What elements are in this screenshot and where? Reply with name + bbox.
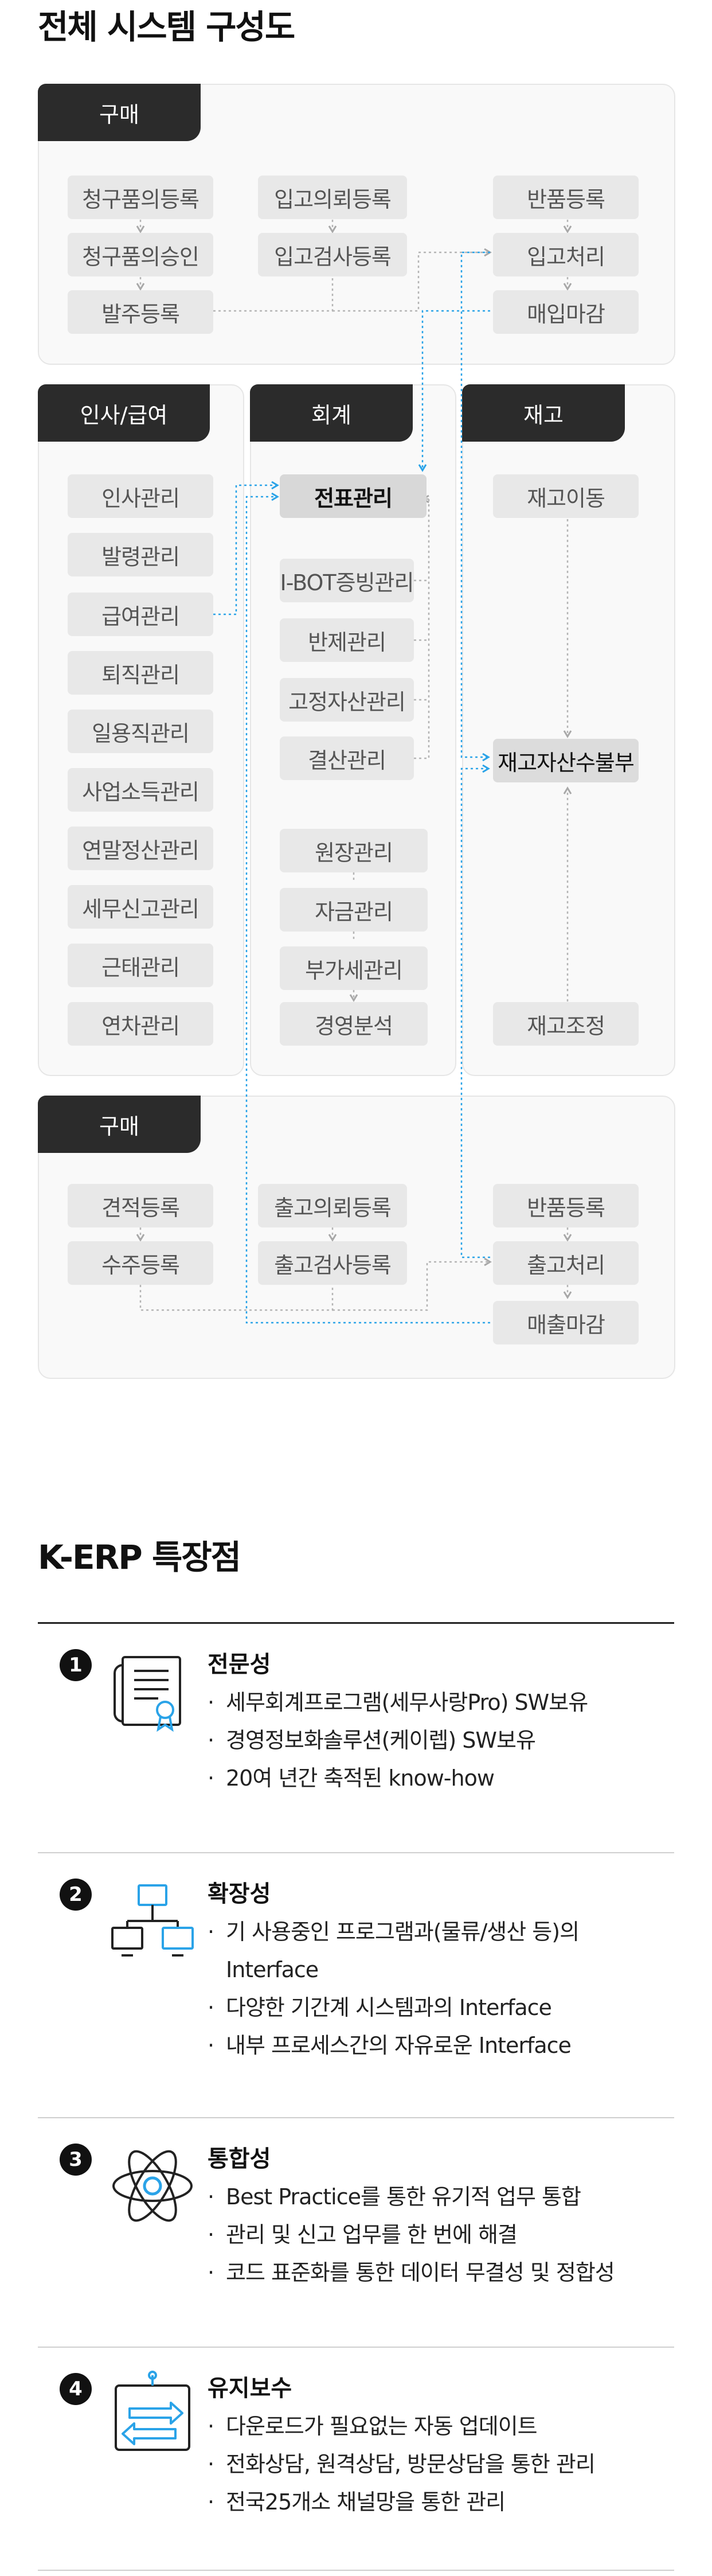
feature-divider bbox=[38, 2117, 674, 2118]
box-inventory-ledger[interactable]: 재고자산수불부 bbox=[493, 739, 639, 782]
feature-number: 3 bbox=[60, 2144, 92, 2176]
box-receiving-inspection-register[interactable]: 입고검사등록 bbox=[258, 233, 407, 276]
feature-item: ·전화상담, 원격상담, 방문상담을 통한 관리 bbox=[208, 2452, 596, 2477]
feature-number: 4 bbox=[60, 2373, 92, 2405]
box-settlement[interactable]: 결산관리 bbox=[280, 736, 414, 780]
box-hr-9[interactable]: 연차관리 bbox=[68, 1002, 213, 1046]
box-inventory-adjust[interactable]: 재고조정 bbox=[493, 1002, 639, 1046]
feature-number: 2 bbox=[60, 1879, 92, 1911]
feature-item: ·Best Practice를 통한 유기적 업무 통합 bbox=[208, 2184, 581, 2209]
feature-divider bbox=[38, 1852, 674, 1853]
feature-title: 전문성 bbox=[208, 1651, 271, 1678]
feature-item: ·경영정보화솔루션(케이렙) SW보유 bbox=[208, 1728, 536, 1753]
box-vat[interactable]: 부가세관리 bbox=[280, 946, 428, 990]
hr-tab: 인사/급여 bbox=[38, 384, 210, 442]
feature-card: 3 통합성 ·Best Practice를 통한 유기적 업무 통합 ·관리 및… bbox=[38, 2118, 674, 2345]
feature-card: 4 유지보수 ·다운로드가 필요없는 자동 업데이트 ·전화상담, 원격상담, … bbox=[38, 2348, 674, 2574]
feature-title: 유지보수 bbox=[208, 2375, 292, 2402]
atom-icon bbox=[112, 2150, 193, 2222]
feature-item: ·기 사용중인 프로그램과(물류/생산 등)의 bbox=[208, 1919, 580, 1944]
features-top-rule bbox=[38, 1622, 674, 1624]
box-purchase-request-approve[interactable]: 청구품의승인 bbox=[68, 233, 213, 276]
box-offset-management[interactable]: 반제관리 bbox=[280, 618, 414, 662]
box-fund[interactable]: 자금관리 bbox=[280, 888, 428, 932]
box-shipping-request-register[interactable]: 출고의뢰등록 bbox=[258, 1184, 407, 1227]
box-sales-closing[interactable]: 매출마감 bbox=[493, 1301, 639, 1344]
box-hr-1[interactable]: 발령관리 bbox=[68, 533, 213, 576]
box-receiving-process[interactable]: 입고처리 bbox=[493, 233, 639, 276]
box-ibot-evidence[interactable]: I-BOT증빙관리 bbox=[280, 559, 414, 602]
box-hr-8[interactable]: 근태관리 bbox=[68, 944, 213, 987]
auto-update-icon bbox=[115, 2371, 190, 2451]
box-fixed-asset[interactable]: 고정자산관리 bbox=[280, 678, 414, 722]
box-sales-order-register[interactable]: 수주등록 bbox=[68, 1241, 213, 1285]
box-hr-0[interactable]: 인사관리 bbox=[68, 474, 213, 518]
diagram-title: 전체 시스템 구성도 bbox=[38, 7, 295, 46]
feature-item: ·다운로드가 필요없는 자동 업데이트 bbox=[208, 2414, 538, 2439]
box-purchase-closing[interactable]: 매입마감 bbox=[493, 290, 639, 334]
accounting-tab: 회계 bbox=[250, 384, 413, 442]
box-purchase-request-register[interactable]: 청구품의등록 bbox=[68, 176, 213, 219]
box-inventory-move[interactable]: 재고이동 bbox=[493, 474, 639, 518]
feature-item: ·관리 및 신고 업무를 한 번에 해결 bbox=[208, 2222, 518, 2247]
box-hr-5[interactable]: 사업소득관리 bbox=[68, 768, 213, 812]
purchase-bottom-tab: 구매 bbox=[38, 1096, 201, 1153]
feature-item: ·전국25개소 채널망을 통한 관리 bbox=[208, 2489, 506, 2515]
box-order-register[interactable]: 발주등록 bbox=[68, 290, 213, 334]
box-hr-7[interactable]: 세무신고관리 bbox=[68, 885, 213, 929]
feature-card: 1 전문성 ·세무회계프로그램(세무사랑Pro) SW보유 ·경영정보화솔루션(… bbox=[38, 1624, 674, 1850]
feature-title: 확장성 bbox=[208, 1881, 271, 1907]
certificate-document-icon bbox=[114, 1656, 181, 1732]
purchase-top-tab: 구매 bbox=[38, 84, 201, 141]
box-hr-6[interactable]: 연말정산관리 bbox=[68, 827, 213, 870]
feature-item: ·내부 프로세스간의 자유로운 Interface bbox=[208, 2033, 572, 2058]
box-hr-4[interactable]: 일용직관리 bbox=[68, 710, 213, 753]
feature-number: 1 bbox=[60, 1649, 92, 1681]
box-shipping-process[interactable]: 출고처리 bbox=[493, 1241, 639, 1285]
feature-item-continuation: Interface bbox=[226, 1957, 319, 1982]
box-shipping-inspection-register[interactable]: 출고검사등록 bbox=[258, 1241, 407, 1285]
box-quote-register[interactable]: 견적등록 bbox=[68, 1184, 213, 1227]
box-purchase-return-register[interactable]: 반품등록 bbox=[493, 176, 639, 219]
feature-divider bbox=[38, 2347, 674, 2348]
feature-title: 통합성 bbox=[208, 2146, 271, 2172]
box-voucher-management[interactable]: 전표관리 bbox=[280, 474, 427, 518]
feature-item: ·코드 표준화를 통한 데이터 무결성 및 정합성 bbox=[208, 2260, 615, 2285]
box-hr-2[interactable]: 급여관리 bbox=[68, 593, 213, 636]
box-receiving-request-register[interactable]: 입고의뢰등록 bbox=[258, 176, 407, 219]
box-sales-return-register[interactable]: 반품등록 bbox=[493, 1184, 639, 1227]
inventory-tab: 재고 bbox=[462, 384, 625, 442]
box-management-analysis[interactable]: 경영분석 bbox=[280, 1002, 428, 1046]
features-title: K-ERP 특장점 bbox=[38, 1538, 241, 1577]
feature-card: 2 확장성 ·기 사용중인 프로그램과(물류/생산 등)의 Interface … bbox=[38, 1853, 674, 2117]
box-ledger[interactable]: 원장관리 bbox=[280, 829, 428, 872]
feature-item: ·20여 년간 축적된 know-how bbox=[208, 1766, 495, 1791]
box-hr-3[interactable]: 퇴직관리 bbox=[68, 651, 213, 695]
feature-divider bbox=[38, 2570, 674, 2571]
network-computers-icon bbox=[111, 1884, 194, 1957]
feature-item: ·다양한 기간계 시스템과의 Interface bbox=[208, 1995, 552, 2020]
feature-item: ·세무회계프로그램(세무사랑Pro) SW보유 bbox=[208, 1690, 588, 1715]
connector-lines bbox=[136, 220, 572, 1324]
